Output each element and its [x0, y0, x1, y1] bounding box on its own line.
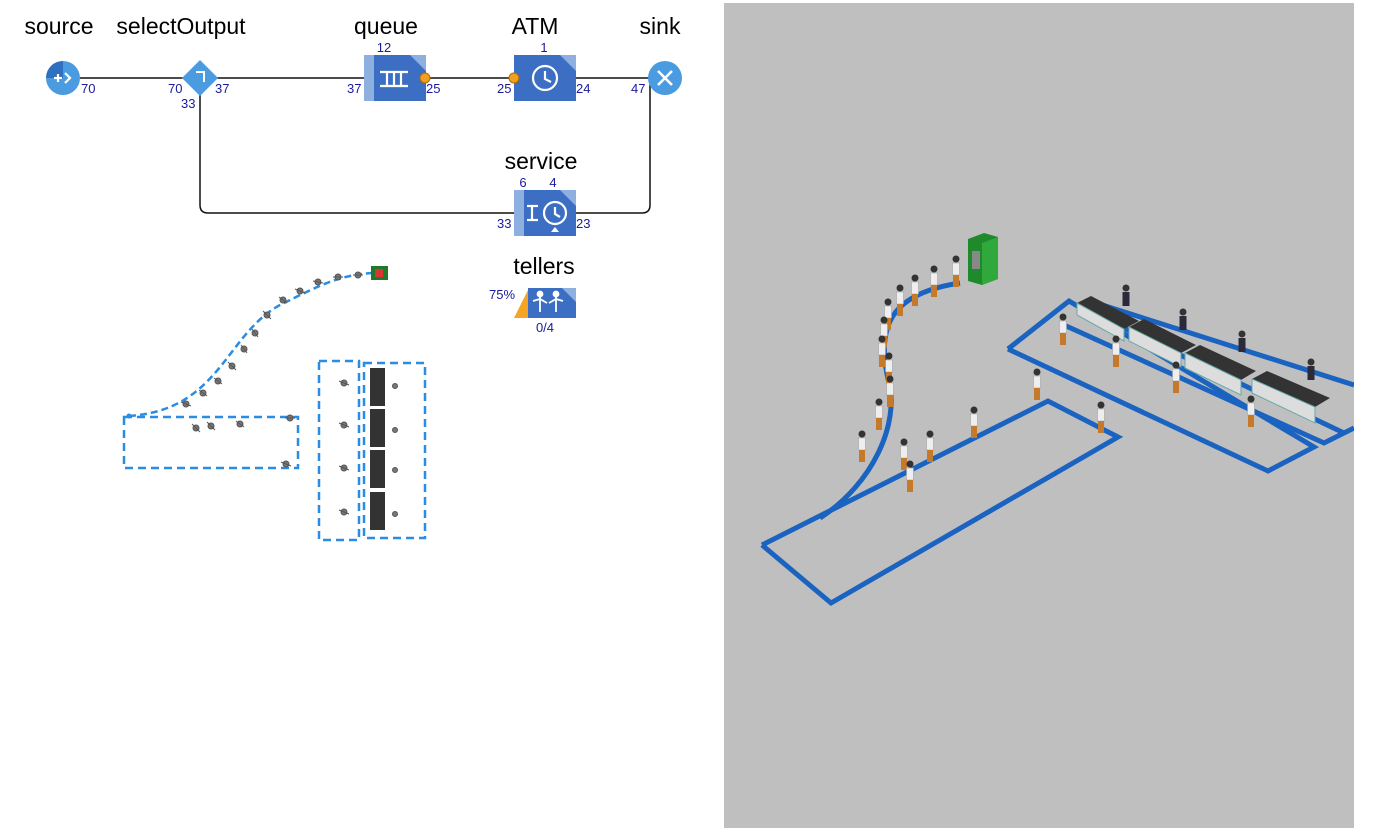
service-block[interactable] — [514, 190, 576, 236]
queue-icon — [380, 70, 408, 88]
queue-in-count: 37 — [347, 81, 361, 96]
connector-select-service — [199, 94, 514, 214]
queue-count: 12 — [377, 40, 391, 55]
queue-out-count: 25 — [426, 81, 440, 96]
process-flow-diagram: source 70 selectOutput 70 37 33 queue 12… — [24, 13, 682, 542]
queue-path-2d — [128, 271, 373, 418]
atm-count: 1 — [540, 40, 547, 55]
select-output-icon — [196, 71, 205, 82]
tellers-utilization: 75% — [489, 287, 515, 302]
service-queue-count: 6 — [519, 175, 526, 190]
select-output-block[interactable] — [182, 60, 218, 96]
tellers-label: tellers — [513, 253, 574, 279]
sink-label: sink — [640, 13, 681, 39]
atm-node-icon — [371, 266, 388, 280]
service-delay-count: 4 — [549, 175, 556, 190]
atm-out-count: 24 — [576, 81, 590, 96]
3d-animation-view[interactable] — [724, 3, 1356, 828]
source-out-count: 70 — [81, 81, 95, 96]
service-label: service — [505, 148, 578, 174]
select-in-count: 70 — [168, 81, 182, 96]
service-in-count: 33 — [497, 216, 511, 231]
sink-x-icon — [657, 70, 673, 86]
atm-machine-3d — [968, 233, 998, 285]
queue-block[interactable] — [364, 55, 431, 101]
select-output-label: selectOutput — [116, 13, 246, 39]
tellers-block[interactable] — [514, 288, 576, 318]
source-icon — [54, 72, 72, 84]
tellers-usage: 0/4 — [536, 320, 554, 335]
clock-icon — [531, 64, 559, 92]
teller-desks-2d — [370, 368, 385, 530]
source-block[interactable] — [46, 61, 80, 95]
floor-markings-3d — [760, 280, 1356, 607]
sink-in-count: 47 — [631, 81, 645, 96]
queue-label: queue — [354, 13, 418, 39]
source-label: source — [24, 13, 93, 39]
connector-service-sink — [576, 78, 651, 214]
atm-in-count: 25 — [497, 81, 511, 96]
teller-desks-3d — [1076, 296, 1330, 424]
select-false-count: 33 — [181, 96, 195, 111]
sink-block[interactable] — [648, 61, 682, 95]
pedestrians-2d — [180, 271, 398, 517]
teller-desks-area-2d — [362, 361, 427, 540]
3d-scene — [760, 233, 1356, 607]
service-icon — [527, 200, 568, 226]
waiting-area-2d — [122, 415, 300, 470]
atm-label: ATM — [512, 13, 559, 39]
resource-pool-icon — [532, 290, 564, 312]
service-queue-area-2d — [317, 359, 361, 542]
select-true-count: 37 — [215, 81, 229, 96]
atm-block[interactable] — [508, 55, 576, 101]
pedestrians-3d — [858, 255, 1315, 492]
service-out-count: 23 — [576, 216, 590, 231]
